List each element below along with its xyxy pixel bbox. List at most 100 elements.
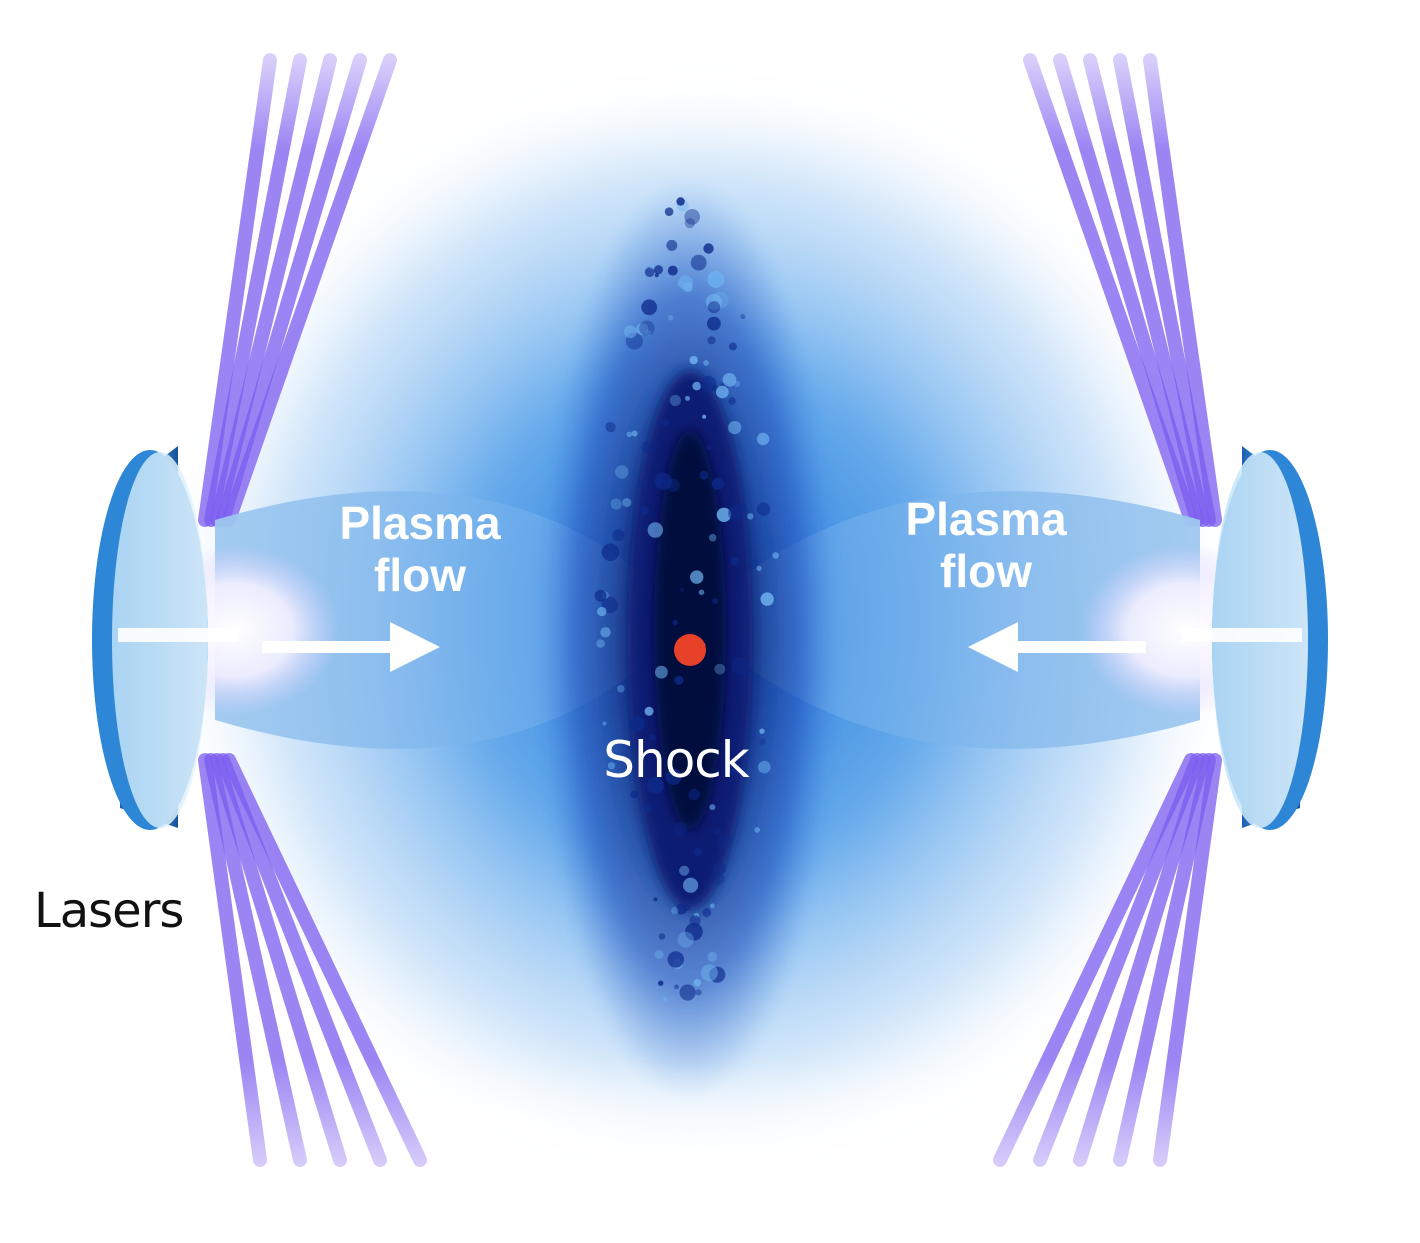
- turbulence-speck: [664, 207, 674, 216]
- turbulence-speck: [605, 421, 616, 433]
- turbulence-speck: [677, 931, 694, 948]
- turbulence-speck: [667, 951, 684, 968]
- turbulence-speck: [728, 397, 736, 405]
- turbulence-speck: [709, 903, 715, 909]
- turbulence-speck: [607, 762, 616, 770]
- turbulence-speck: [700, 375, 717, 393]
- turbulence-speck: [747, 513, 754, 520]
- turbulence-speck: [662, 419, 670, 427]
- turbulence-speck: [695, 989, 702, 996]
- turbulence-speck: [684, 209, 700, 225]
- turbulence-speck: [672, 619, 678, 626]
- top-fade: [0, 0, 1420, 150]
- turbulence-speck: [646, 776, 664, 794]
- turbulence-speck: [689, 915, 701, 927]
- turbulence-speck: [647, 522, 663, 538]
- turbulence-speck: [629, 716, 645, 732]
- turbulence-speck: [703, 243, 714, 254]
- turbulence-speck: [610, 498, 622, 510]
- turbulence-speck: [702, 908, 712, 918]
- turbulence-speck: [690, 570, 704, 584]
- turbulence-speck: [717, 833, 733, 849]
- turbulence-speck: [653, 897, 658, 902]
- turbulence-speck: [668, 314, 674, 321]
- turbulence-speck: [705, 293, 722, 310]
- turbulence-speck: [674, 675, 684, 685]
- turbulence-speck: [617, 685, 625, 693]
- arrow-right-icon: [262, 622, 440, 672]
- turbulence-speck: [676, 197, 685, 206]
- turbulence-speck: [740, 313, 746, 320]
- turbulence-speck: [594, 589, 607, 602]
- turbulence-speck: [711, 477, 724, 490]
- turbulence-speck: [665, 768, 682, 785]
- turbulence-speck: [700, 964, 718, 982]
- turbulence-speck: [597, 606, 607, 617]
- turbulence-speck: [641, 299, 658, 316]
- turbulence-speck: [640, 506, 649, 515]
- turbulence-speck: [707, 316, 721, 331]
- turbulence-speck: [622, 498, 632, 508]
- turbulence-speck: [631, 430, 638, 437]
- turbulence-speck: [671, 906, 679, 915]
- turbulence-speck: [596, 639, 605, 648]
- bottom-fade: [0, 1060, 1420, 1238]
- turbulence-speck: [638, 480, 647, 489]
- shock-turbulence: [594, 197, 779, 1002]
- turbulence-speck: [756, 565, 762, 572]
- turbulence-speck: [714, 663, 726, 675]
- turbulence-speck: [663, 996, 668, 1002]
- shock-marker-dot: [674, 634, 706, 666]
- turbulence-speck: [722, 373, 737, 387]
- turbulence-speck: [712, 598, 719, 604]
- turbulence-speck: [707, 270, 725, 288]
- turbulence-speck: [684, 218, 695, 229]
- turbulence-speck: [728, 421, 742, 435]
- turbulence-speck: [709, 804, 716, 811]
- left-laser-target-disc: [92, 446, 238, 830]
- turbulence-speck: [706, 445, 712, 451]
- shock-label: Shock: [603, 731, 749, 789]
- turbulence-speck: [758, 760, 771, 774]
- right-laser-target-disc: [1182, 446, 1328, 830]
- turbulence-speck: [626, 431, 632, 438]
- turbulence-speck: [679, 865, 690, 876]
- turbulence-speck: [673, 822, 688, 836]
- lasers-label: Lasers: [34, 883, 184, 939]
- turbulence-speck: [714, 828, 723, 836]
- turbulence-speck: [658, 933, 666, 940]
- turbulence-speck: [601, 543, 620, 561]
- turbulence-speck: [655, 665, 668, 679]
- turbulence-speck: [712, 861, 727, 875]
- turbulence-speck: [730, 556, 740, 566]
- turbulence-speck: [689, 355, 698, 365]
- turbulence-speck: [680, 587, 685, 592]
- turbulence-speck: [666, 239, 678, 251]
- turbulence-speck: [703, 360, 709, 366]
- turbulence-speck: [666, 478, 680, 492]
- turbulence-speck: [674, 984, 679, 990]
- turbulence-speck: [644, 706, 654, 716]
- turbulence-speck: [636, 323, 649, 336]
- turbulence-speck: [756, 502, 771, 516]
- turbulence-speck: [699, 470, 709, 480]
- turbulence-speck: [643, 803, 652, 813]
- turbulence-speck: [688, 788, 700, 801]
- turbulence-speck: [690, 254, 707, 271]
- turbulence-speck: [644, 267, 655, 278]
- turbulence-speck: [707, 301, 721, 314]
- turbulence-speck: [692, 381, 701, 391]
- arrow-left-icon: [968, 622, 1146, 672]
- turbulence-speck: [685, 395, 690, 401]
- turbulence-speck: [726, 759, 741, 775]
- turbulence-speck: [612, 529, 625, 542]
- turbulence-speck: [654, 472, 672, 491]
- turbulence-speck: [716, 507, 732, 522]
- right-flow-line-2: flow: [940, 544, 1032, 597]
- turbulence-speck: [772, 552, 779, 559]
- turbulence-speck: [712, 872, 725, 885]
- left-flow-line-2: flow: [374, 548, 466, 601]
- right-flow-line-1: Plasma: [905, 493, 1067, 545]
- left-plasma-flow-label: Plasma flow: [290, 497, 550, 601]
